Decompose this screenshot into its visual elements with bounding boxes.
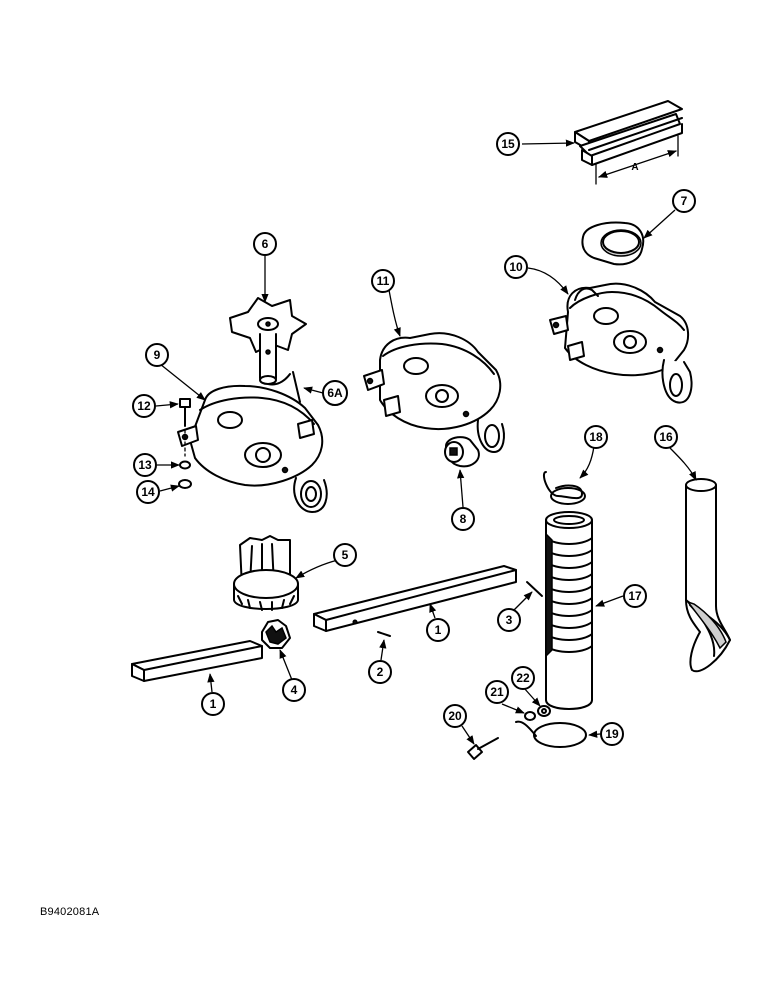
svg-text:19: 19 — [605, 727, 619, 741]
svg-text:13: 13 — [138, 458, 152, 472]
callout-21: 21 — [485, 680, 509, 704]
part-2-pin — [377, 631, 391, 637]
part-6a-pin — [267, 371, 301, 403]
svg-text:1: 1 — [435, 623, 442, 637]
callout-22: 22 — [511, 666, 535, 690]
callout-12: 12 — [132, 394, 156, 418]
callout-5: 5 — [333, 543, 357, 567]
part-19-clamp — [515, 720, 587, 748]
callout-10: 10 — [504, 255, 528, 279]
callout-20: 20 — [443, 704, 467, 728]
part-7-cap — [581, 221, 645, 266]
svg-text:2: 2 — [377, 665, 384, 679]
svg-text:16: 16 — [659, 430, 673, 444]
callout-18: 18 — [584, 425, 608, 449]
callout-16: 16 — [654, 425, 678, 449]
svg-text:18: 18 — [589, 430, 603, 444]
callout-3: 3 — [497, 608, 521, 632]
part-21-washer — [524, 711, 536, 721]
dimension-a: A — [595, 135, 679, 185]
part-14-nut — [178, 479, 192, 489]
svg-text:8: 8 — [460, 512, 467, 526]
part-22-nut — [537, 705, 551, 717]
svg-text:6: 6 — [262, 237, 269, 251]
part-9-housing — [177, 384, 328, 513]
svg-text:17: 17 — [628, 589, 642, 603]
svg-text:12: 12 — [137, 399, 151, 413]
callout-14: 14 — [136, 480, 160, 504]
svg-text:10: 10 — [509, 260, 523, 274]
callout-13: 13 — [133, 453, 157, 477]
svg-text:21: 21 — [490, 685, 504, 699]
callout-15: 15 — [496, 132, 520, 156]
svg-text:1: 1 — [210, 697, 217, 711]
svg-text:4: 4 — [291, 683, 298, 697]
part-15-channel — [574, 100, 683, 166]
callout-11: 11 — [371, 269, 395, 293]
dimension-a-label: A — [631, 162, 638, 173]
svg-text:5: 5 — [342, 548, 349, 562]
svg-text:6A: 6A — [327, 386, 343, 400]
part-1-shaft-upper — [313, 565, 517, 632]
svg-text:22: 22 — [516, 671, 530, 685]
part-5-gear — [233, 535, 299, 611]
part-17-tube — [545, 511, 593, 710]
part-10-housing — [549, 282, 693, 404]
part-3-pin — [526, 581, 543, 597]
part-20-bolt — [467, 737, 499, 760]
part-16-tube — [685, 478, 731, 673]
figure-id: B9402081A — [40, 906, 100, 918]
svg-text:7: 7 — [681, 194, 688, 208]
callout-19: 19 — [600, 722, 624, 746]
callout-17: 17 — [623, 584, 647, 608]
callout-6a: 6A — [322, 380, 348, 406]
part-1-shaft-lower — [131, 640, 263, 682]
part-13-lockwasher — [179, 460, 191, 470]
part-6-star-wheel — [229, 297, 307, 385]
part-4-pinion — [261, 619, 291, 649]
callout-1-lower: 1 — [201, 692, 225, 716]
svg-text:20: 20 — [448, 709, 462, 723]
part-8-bushing — [444, 436, 480, 468]
callout-2: 2 — [368, 660, 392, 684]
callout-1-upper: 1 — [426, 618, 450, 642]
callout-6: 6 — [253, 232, 277, 256]
leader-lines — [155, 139, 697, 745]
svg-text:14: 14 — [141, 485, 155, 499]
svg-text:11: 11 — [377, 274, 390, 288]
part-12-bolt — [179, 398, 191, 457]
svg-text:9: 9 — [154, 348, 161, 362]
callout-4: 4 — [282, 678, 306, 702]
part-18-clip — [542, 471, 586, 505]
svg-text:3: 3 — [506, 613, 513, 627]
callout-7: 7 — [672, 189, 696, 213]
callout-8: 8 — [451, 507, 475, 531]
callout-9: 9 — [145, 343, 169, 367]
svg-text:15: 15 — [501, 137, 515, 151]
part-11-housing — [363, 332, 505, 453]
